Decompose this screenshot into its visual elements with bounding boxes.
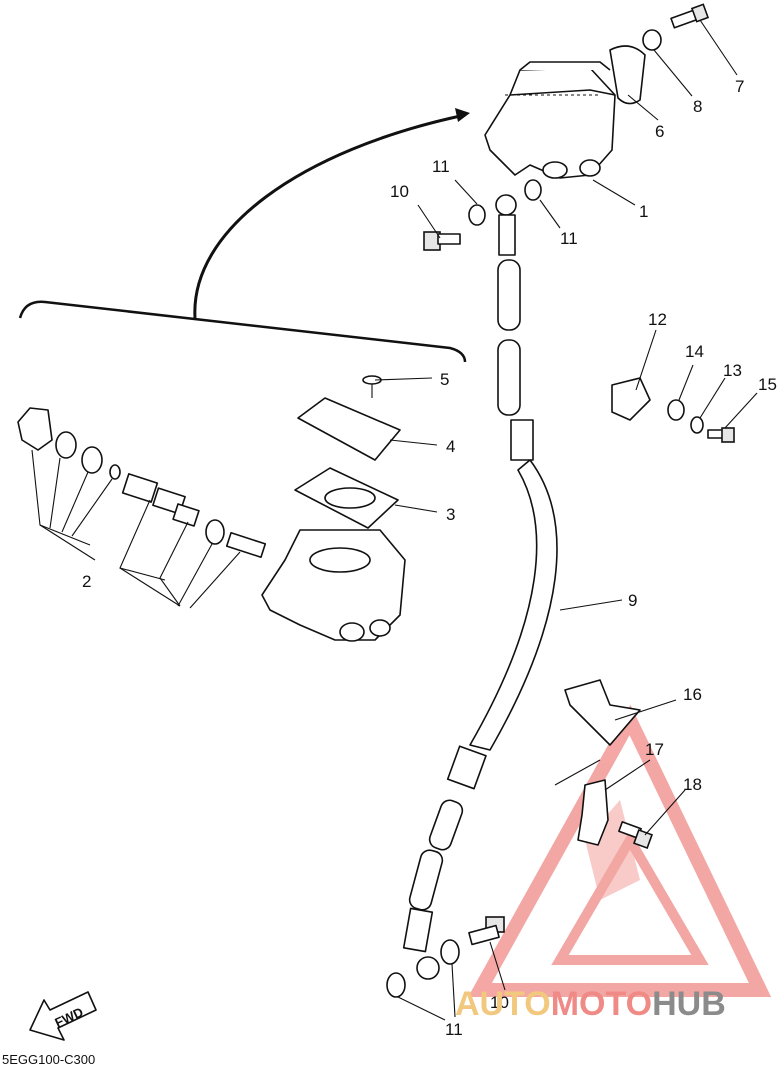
collar-part-14: [667, 399, 685, 421]
callout-15: 15: [758, 375, 777, 394]
banjo-bolt-part-10-bottom: [468, 916, 505, 946]
fwd-arrow-icon: FWD: [29, 991, 97, 1041]
bracket-part-16: [564, 679, 641, 746]
washer-part-11-right: [524, 179, 542, 201]
detail-bracket: [18, 300, 467, 363]
callout-10-bottom: 10: [490, 993, 509, 1012]
hose-holder-part-12: [611, 377, 651, 421]
watermark-auto: AUTO: [455, 985, 551, 1023]
bolt-part-15: [707, 427, 735, 443]
watermark-logo: [468, 704, 772, 997]
callout-3: 3: [446, 505, 455, 524]
banjo-bolt-part-10-top: [423, 231, 461, 251]
washer-part-11-bottom-b: [386, 972, 406, 998]
callout-1: 1: [639, 202, 648, 221]
clamp-part-6: [609, 45, 646, 105]
watermark-hub: HUB: [652, 985, 726, 1023]
watermark-text: AUTOMOTOHUB: [455, 985, 726, 1023]
callout-16: 16: [683, 685, 702, 704]
callout-11-top-left: 11: [432, 157, 450, 176]
callout-4: 4: [446, 437, 455, 456]
watermark-moto: MOTO: [551, 985, 652, 1023]
callout-12: 12: [648, 310, 667, 329]
piston-kit-part-2: [17, 407, 267, 559]
part-2-leader-lines: [31, 449, 241, 609]
washer-part-11-left: [468, 204, 486, 226]
detail-arrow-head: [455, 108, 470, 122]
diaphragm-part-3: [294, 467, 399, 529]
callout-14: 14: [685, 342, 704, 361]
drawing-code: 5EGG100-C300: [2, 1052, 95, 1067]
screw-part-5: [362, 375, 382, 398]
detail-arrow: [193, 113, 466, 319]
callout-7: 7: [735, 77, 744, 96]
callout-11-bottom: 11: [445, 1020, 463, 1039]
callout-6: 6: [655, 122, 664, 141]
cover-part-4: [297, 397, 401, 461]
bolt-part-7: [670, 3, 710, 29]
callout-11-top-right: 11: [560, 229, 578, 248]
master-cylinder-top: [484, 61, 616, 179]
callout-17: 17: [645, 740, 664, 759]
bolt-part-18: [618, 821, 653, 849]
washer-part-11-bottom-a: [440, 939, 460, 965]
washer-part-8: [642, 29, 662, 51]
callout-10-top: 10: [390, 182, 409, 201]
brake-hose-part-9: [402, 194, 558, 980]
callout-13: 13: [723, 361, 742, 380]
callout-18: 18: [683, 775, 702, 794]
leader-lines: [374, 19, 758, 1021]
callout-9: 9: [628, 591, 637, 610]
callout-5: 5: [440, 370, 449, 389]
master-cylinder-body: [261, 529, 406, 642]
callout-2: 2: [82, 572, 91, 591]
guide-part-17: [577, 779, 609, 846]
callout-8: 8: [693, 97, 702, 116]
washer-part-13: [690, 416, 704, 434]
